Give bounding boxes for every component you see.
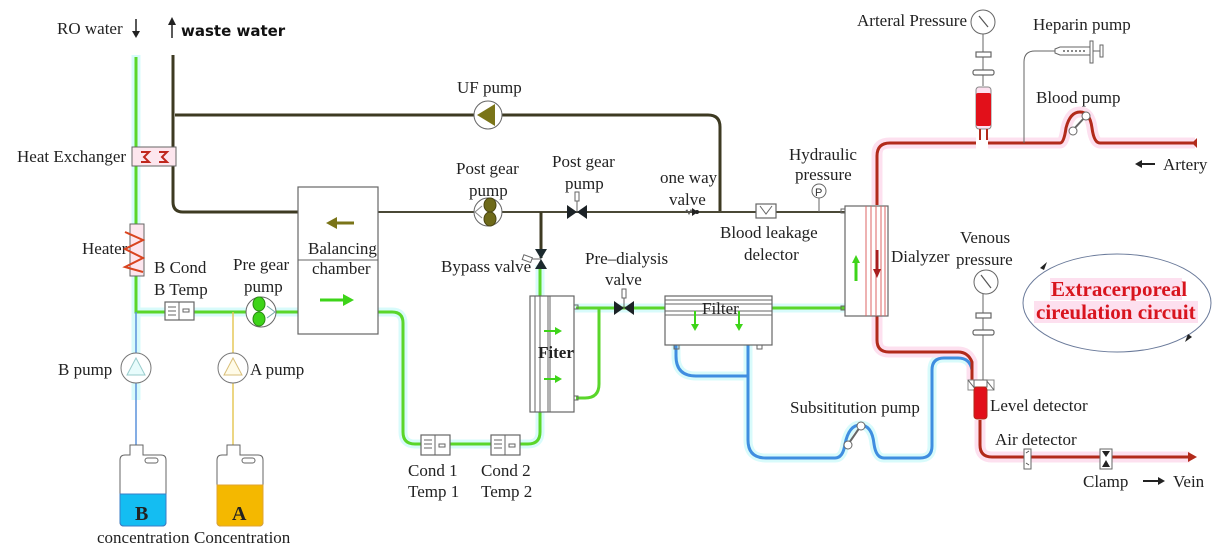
- label-pre-dialysis-1: Pre–dialysis: [585, 249, 668, 268]
- label-b-cond: B Cond: [154, 258, 207, 277]
- label-hydraulic: Hydraulic: [789, 145, 857, 164]
- heat-exchanger-icon: [131, 146, 177, 167]
- blood-pump-roller-icon[interactable]: [1068, 111, 1091, 136]
- label-extracorporeal: Extracerporeal: [1051, 277, 1187, 301]
- label-cond-2: Cond 2: [481, 461, 531, 480]
- label-level-detector: Level detector: [990, 396, 1088, 415]
- label-heparin-pump: Heparin pump: [1033, 15, 1131, 34]
- label-blood-pump: Blood pump: [1036, 88, 1121, 107]
- a-concentrate-tank: A: [216, 444, 264, 527]
- label-pre-dialysis-2: valve: [605, 270, 642, 289]
- balancing-chamber: Balancing chamber: [297, 186, 379, 335]
- level-detector-icon: [967, 379, 995, 420]
- arrow-up-icon: [168, 17, 176, 38]
- label-ro-water: RO water: [57, 19, 123, 38]
- label-venous-pressure: pressure: [956, 250, 1013, 269]
- cond-temp-1-sensor-icon: [420, 434, 451, 456]
- b-tank-letter: B: [135, 503, 148, 525]
- substitution-line: [674, 345, 974, 460]
- label-bypass-valve: Bypass valve: [441, 257, 531, 276]
- label-uf-pump: UF pump: [457, 78, 522, 97]
- arrow-down-icon: [132, 19, 140, 38]
- label-temp-2: Temp 2: [481, 482, 532, 501]
- b-cond-temp-sensor-icon: [164, 301, 195, 321]
- cond-temp-2-sensor-icon: [490, 434, 521, 456]
- label-substitution-pump: Subsititution pump: [790, 398, 920, 417]
- label-heat-exchanger: Heat Exchanger: [17, 147, 126, 166]
- b-pump-icon[interactable]: [120, 352, 152, 384]
- substitution-pump-roller-icon[interactable]: [843, 421, 866, 450]
- label-heater: Heater: [82, 239, 128, 258]
- one-way-valve-icon[interactable]: [684, 208, 699, 216]
- post-gear-valve-icon[interactable]: [567, 191, 587, 219]
- pre-dialysis-valve-icon[interactable]: [614, 288, 634, 315]
- label-b-temp: B Temp: [154, 280, 208, 299]
- label-filter: Filter: [702, 299, 739, 318]
- hydraulic-pressure-gauge-icon: P: [811, 183, 827, 212]
- label-a-pump: A pump: [250, 360, 304, 379]
- label-one-way-2: valve: [669, 190, 706, 209]
- hydraulic-gauge-letter: P: [815, 187, 822, 199]
- label-post-gear-pump-a-2: pump: [469, 181, 508, 200]
- label-pre-gear-pump-1: Pre gear: [233, 255, 290, 274]
- label-pre-gear-pump-2: pump: [244, 277, 283, 296]
- label-temp-1: Temp 1: [408, 482, 459, 501]
- label-one-way-1: one way: [660, 168, 718, 187]
- arrow-right-icon: [1143, 477, 1165, 485]
- pre-gear-pump-icon[interactable]: [245, 296, 277, 328]
- label-b-pump: B pump: [58, 360, 112, 379]
- label-clamp: Clamp: [1083, 472, 1128, 491]
- extracorporeal-circuit-callout: Extracerporeal cireulation circuit: [1022, 253, 1212, 353]
- blood-leakage-detector-icon: [755, 203, 777, 219]
- label-artery: Artery: [1163, 155, 1208, 174]
- syringe-icon[interactable]: [1023, 40, 1104, 143]
- label-air-detector: Air detector: [995, 430, 1077, 449]
- filter-substitution: Filter: [664, 295, 773, 350]
- label-dialyzer: Dialyzer: [891, 247, 950, 266]
- blood-line: [875, 110, 1197, 462]
- label-delector: delector: [744, 245, 799, 264]
- clamp-icon[interactable]: [1099, 448, 1113, 470]
- label-b-concentration: concentration: [97, 528, 190, 547]
- label-blood-leakage: Blood leakage: [720, 223, 818, 242]
- label-post-gear-pump-b-2: pump: [565, 174, 604, 193]
- bypass-valve-icon[interactable]: [521, 249, 547, 269]
- arrow-left-icon: [1135, 160, 1155, 168]
- label-fiter: Fiter: [538, 343, 574, 362]
- label-a-concentration: Concentration: [194, 528, 291, 547]
- venous-pressure-gauge-icon: [972, 269, 999, 380]
- air-detector-icon: [1023, 448, 1032, 470]
- label-chamber: chamber: [312, 259, 371, 278]
- arterial-pressure-gauge-icon: [970, 9, 996, 86]
- a-pump-icon[interactable]: [217, 352, 249, 384]
- label-waste-water: waste water: [181, 22, 286, 40]
- label-post-gear-pump-b-1: Post gear: [552, 152, 615, 171]
- label-cond-1: Cond 1: [408, 461, 458, 480]
- label-vein: Vein: [1173, 472, 1205, 491]
- label-hydraulic-pressure: pressure: [795, 165, 852, 184]
- b-concentrate-tank: B: [119, 444, 167, 527]
- label-post-gear-pump-a-1: Post gear: [456, 159, 519, 178]
- dialyzer: [840, 205, 889, 317]
- uf-pump-icon[interactable]: [473, 100, 503, 130]
- post-gear-pump-icon[interactable]: [473, 197, 503, 227]
- label-circulation-circuit: cireulation circuit: [1036, 300, 1196, 324]
- fiter-ultrafilter: Fiter: [529, 295, 579, 413]
- label-arterial-pressure: Arteral Pressure: [857, 11, 967, 30]
- heater-icon: [122, 223, 146, 277]
- label-balancing: Balancing: [308, 239, 377, 258]
- arterial-drip-chamber: [975, 86, 992, 140]
- label-venous: Venous: [960, 228, 1010, 247]
- a-tank-letter: A: [232, 503, 247, 525]
